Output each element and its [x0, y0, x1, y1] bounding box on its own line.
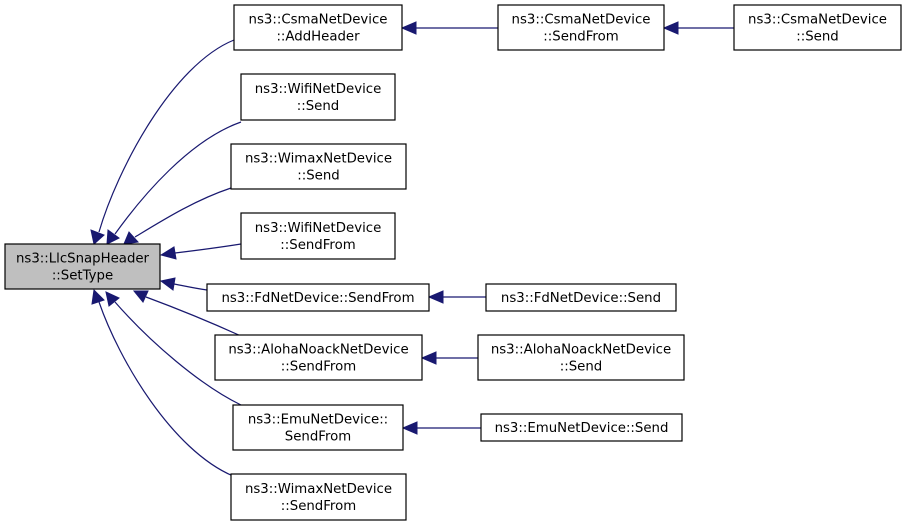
node-csma_send[interactable]: ns3::CsmaNetDevice::Send: [733, 4, 902, 51]
edge-line: [114, 121, 242, 235]
edge-aloha_send-to-aloha_sendfrom: [420, 351, 478, 365]
node-label-line: ns3::AlohaNoackNetDevice: [228, 343, 408, 358]
node-label-line: ns3::FdNetDevice::Send: [501, 291, 661, 306]
node-box: [4, 243, 161, 290]
node-box: [497, 4, 665, 51]
edge-line: [173, 283, 208, 291]
arrowhead-icon: [132, 290, 149, 303]
arrowhead-icon: [91, 288, 105, 305]
node-label-line: ::SendFrom: [281, 360, 356, 375]
node-label-line: ::Send: [297, 169, 339, 184]
node-label-line: ::AddHeader: [276, 30, 360, 45]
nodes-layer: ns3::LlcSnapHeader::SetType ns3::CsmaNetD…: [4, 4, 902, 521]
edge-emu_sendfrom-to-settype: [105, 291, 242, 406]
node-box: [230, 143, 407, 190]
edge-line: [145, 296, 242, 337]
edge-csma_addheader-to-settype: [90, 39, 235, 245]
edge-line: [174, 243, 242, 254]
arrowhead-icon: [159, 246, 177, 260]
arrowhead-icon: [159, 277, 176, 291]
node-label-line: ::SendFrom: [543, 30, 618, 45]
edge-line: [134, 187, 232, 238]
node-emu_send[interactable]: ns3::EmuNetDevice::Send: [480, 413, 683, 442]
arrowhead-icon: [427, 290, 444, 304]
edge-wimax_send-to-settype: [123, 187, 232, 245]
arrowhead-icon: [662, 21, 679, 35]
arrowhead-icon: [90, 229, 105, 245]
node-label-line: ::SetType: [52, 269, 113, 284]
edge-csma_sendfrom-to-csma_addheader: [400, 21, 498, 35]
node-label-line: ns3::LlcSnapHeader: [16, 252, 150, 267]
node-label-line: SendFrom: [285, 430, 351, 445]
node-box: [733, 4, 902, 51]
node-wimax_send[interactable]: ns3::WimaxNetDevice::Send: [230, 143, 407, 190]
node-label-line: ::Send: [297, 99, 339, 114]
edge-fd_send-to-fd_sendfrom: [427, 290, 486, 304]
node-csma_sendfrom[interactable]: ns3::CsmaNetDevice::SendFrom: [497, 4, 665, 51]
node-csma_addheader[interactable]: ns3::CsmaNetDevice::AddHeader: [233, 4, 403, 51]
node-label-line: ::SendFrom: [281, 499, 356, 514]
edge-wifi_send-to-settype: [106, 121, 242, 245]
edge-line: [98, 39, 235, 233]
node-box: [206, 283, 430, 312]
node-label-line: ::Send: [560, 360, 602, 375]
node-label-line: ns3::FdNetDevice::SendFrom: [221, 291, 414, 306]
edge-line: [114, 301, 242, 406]
node-label-line: ns3::WifiNetDevice: [255, 221, 382, 236]
node-box: [230, 473, 407, 521]
node-label-line: ns3::EmuNetDevice::Send: [495, 421, 669, 436]
edge-csma_send-to-csma_sendfrom: [662, 21, 734, 35]
arrowhead-icon: [400, 21, 417, 35]
node-box: [240, 212, 396, 260]
edge-wimax_sendfrom-to-settype: [91, 288, 234, 477]
node-box: [477, 334, 685, 381]
node-box: [480, 413, 683, 442]
arrowhead-icon: [105, 291, 120, 307]
node-box: [232, 404, 404, 451]
node-settype: ns3::LlcSnapHeader::SetType: [4, 243, 161, 290]
node-label-line: ns3::CsmaNetDevice: [249, 13, 388, 28]
node-label-line: ns3::AlohaNoackNetDevice: [491, 343, 671, 358]
node-label-line: ::Send: [796, 30, 838, 45]
node-label-line: ns3::WimaxNetDevice: [245, 482, 392, 497]
node-box: [214, 334, 423, 381]
edge-fd_sendfrom-to-settype: [159, 277, 208, 291]
node-wimax_sendfrom[interactable]: ns3::WimaxNetDevice::SendFrom: [230, 473, 407, 521]
node-label-line: ns3::WifiNetDevice: [255, 82, 382, 97]
arrowhead-icon: [123, 231, 139, 245]
edge-line: [98, 301, 234, 477]
node-label-line: ::SendFrom: [280, 238, 355, 253]
node-box: [233, 4, 403, 51]
arrowhead-icon: [401, 421, 418, 435]
node-label-line: ns3::CsmaNetDevice: [748, 13, 887, 28]
node-box: [240, 73, 396, 121]
edges-layer: [90, 21, 734, 477]
arrowhead-icon: [106, 229, 120, 245]
node-emu_sendfrom[interactable]: ns3::EmuNetDevice::SendFrom: [232, 404, 404, 451]
node-label-line: ns3::WimaxNetDevice: [245, 152, 392, 167]
node-label-line: ns3::EmuNetDevice::: [248, 413, 388, 428]
node-box: [485, 283, 677, 312]
node-aloha_send[interactable]: ns3::AlohaNoackNetDevice::Send: [477, 334, 685, 381]
arrowhead-icon: [420, 351, 437, 365]
edge-aloha_sendfrom-to-settype: [132, 290, 242, 337]
node-wifi_sendfrom[interactable]: ns3::WifiNetDevice::SendFrom: [240, 212, 396, 260]
node-wifi_send[interactable]: ns3::WifiNetDevice::Send: [240, 73, 396, 121]
edge-emu_send-to-emu_sendfrom: [401, 421, 481, 435]
node-fd_sendfrom[interactable]: ns3::FdNetDevice::SendFrom: [206, 283, 430, 312]
node-fd_send[interactable]: ns3::FdNetDevice::Send: [485, 283, 677, 312]
edge-wifi_sendfrom-to-settype: [159, 243, 242, 260]
node-label-line: ns3::CsmaNetDevice: [512, 13, 651, 28]
node-aloha_sendfrom[interactable]: ns3::AlohaNoackNetDevice::SendFrom: [214, 334, 423, 381]
